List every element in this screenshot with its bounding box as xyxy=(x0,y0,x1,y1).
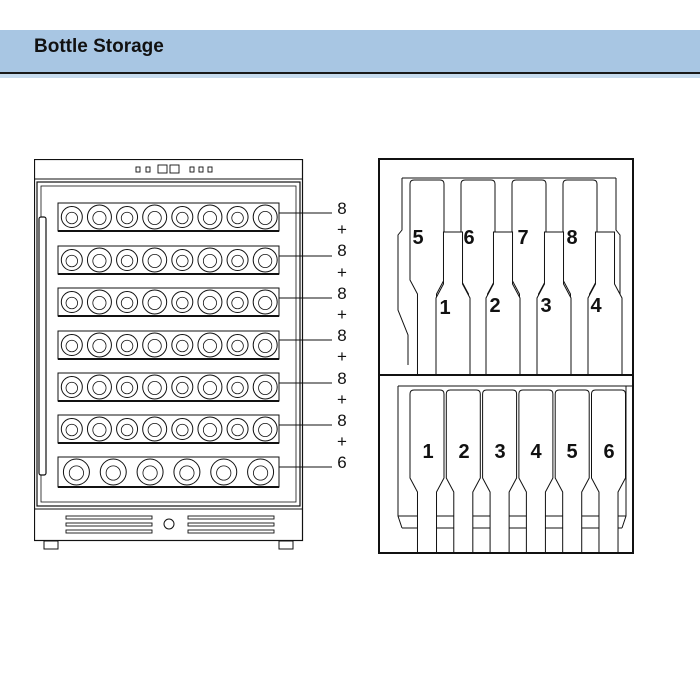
shelf-count-5: 8 xyxy=(337,368,347,388)
control-buttons xyxy=(135,164,213,174)
bottle-end xyxy=(62,458,90,486)
bottle-end xyxy=(226,249,249,271)
bottle-number: 8 xyxy=(566,227,577,249)
bottle-end xyxy=(86,289,112,315)
bottle-end xyxy=(171,291,194,313)
bottle-end xyxy=(247,458,275,486)
bottle-end xyxy=(60,249,83,271)
bottle-end xyxy=(60,376,83,398)
bottle-end xyxy=(252,374,278,400)
plus-sign: + xyxy=(337,220,347,240)
bottle-end xyxy=(116,418,139,440)
bottle-numbers: 5 6 7 8 1 2 3 4 xyxy=(412,227,602,319)
shelves xyxy=(57,202,280,488)
bottle-end xyxy=(86,204,112,230)
bottle-end xyxy=(173,458,201,486)
bottle-number: 5 xyxy=(412,227,423,249)
shelf-count-6: 8 xyxy=(337,411,347,431)
bottle-end xyxy=(142,416,168,442)
bottle-end xyxy=(226,334,249,356)
plus-sign: + xyxy=(337,432,347,452)
bottle-end xyxy=(171,249,194,271)
staggered-shelf-top-view: 5 6 7 8 1 2 3 4 xyxy=(378,158,634,419)
bottle-number: 3 xyxy=(494,441,505,463)
bottle-end xyxy=(142,374,168,400)
plus-sign: + xyxy=(337,389,347,409)
shelf xyxy=(57,456,280,488)
bottle-end xyxy=(116,334,139,356)
lock-icon xyxy=(163,518,175,530)
bottle-end xyxy=(197,416,223,442)
bottle-end xyxy=(171,376,194,398)
plus-sign: + xyxy=(337,262,347,282)
bottle-end xyxy=(252,204,278,230)
bottle-end xyxy=(197,247,223,273)
bottle-end xyxy=(116,291,139,313)
bottle-number: 3 xyxy=(540,295,551,317)
bottle-number: 4 xyxy=(590,295,602,317)
bottle-end xyxy=(86,332,112,358)
bottle-number: 1 xyxy=(439,297,450,319)
cabinet-drawing xyxy=(33,158,304,550)
shelf-capacity-labels: 8 + 8 + 8 + 8 + 8 + 8 + 6 xyxy=(330,198,354,483)
door-handle xyxy=(38,216,47,476)
single-row-shelf-top-view: 1 2 3 4 5 6 xyxy=(378,374,636,619)
bottle-number: 2 xyxy=(489,295,500,317)
header-bar: Bottle Storage xyxy=(0,30,700,74)
bottle-end xyxy=(226,376,249,398)
bottle-end xyxy=(210,458,238,486)
shelf-count-4: 8 xyxy=(337,326,347,346)
bottle-end xyxy=(60,291,83,313)
bottle-end xyxy=(116,206,139,228)
bottle-number: 4 xyxy=(530,441,542,463)
bottle-end xyxy=(86,374,112,400)
bottle-number: 6 xyxy=(463,227,474,249)
bottle-end xyxy=(60,334,83,356)
shelf-count-2: 8 xyxy=(337,241,347,261)
bottle-end xyxy=(171,418,194,440)
bottle-end xyxy=(99,458,127,486)
bottle-end xyxy=(86,416,112,442)
bottle-end xyxy=(142,332,168,358)
bottle-end xyxy=(226,291,249,313)
bottle-end xyxy=(226,418,249,440)
shelf-count-1: 8 xyxy=(337,199,347,218)
bottle-number: 6 xyxy=(603,441,614,463)
bottle-end xyxy=(142,204,168,230)
bottle-end xyxy=(60,418,83,440)
bottle-number: 5 xyxy=(566,441,577,463)
bottle-numbers: 1 2 3 4 5 6 xyxy=(422,441,614,463)
bottle-number: 7 xyxy=(517,227,528,249)
bottle-end xyxy=(197,289,223,315)
bottle-end xyxy=(252,289,278,315)
bottle-end xyxy=(226,206,249,228)
bottle-end xyxy=(197,374,223,400)
cabinet-front-view xyxy=(33,158,304,551)
page-title: Bottle Storage xyxy=(34,36,164,57)
bottle-end xyxy=(142,289,168,315)
shelf-count-3: 8 xyxy=(337,283,347,303)
bottle-end xyxy=(142,247,168,273)
bottle-number: 1 xyxy=(422,441,433,463)
bottle-end xyxy=(197,332,223,358)
shelf-count-7: 6 xyxy=(337,453,347,473)
bottle-end xyxy=(60,206,83,228)
vent-grille xyxy=(65,515,275,534)
bottle-end xyxy=(171,206,194,228)
bottle-outlines xyxy=(409,179,623,419)
bottle-end xyxy=(252,332,278,358)
bottle-end xyxy=(252,416,278,442)
bottle-number: 2 xyxy=(458,441,469,463)
bottle-end xyxy=(116,376,139,398)
bottle-end xyxy=(197,204,223,230)
bottle-end xyxy=(136,458,164,486)
plus-sign: + xyxy=(337,347,347,367)
bottle-end xyxy=(116,249,139,271)
bottle-end xyxy=(252,247,278,273)
bottle-end xyxy=(86,247,112,273)
bottle-end xyxy=(171,334,194,356)
plus-sign: + xyxy=(337,305,347,325)
